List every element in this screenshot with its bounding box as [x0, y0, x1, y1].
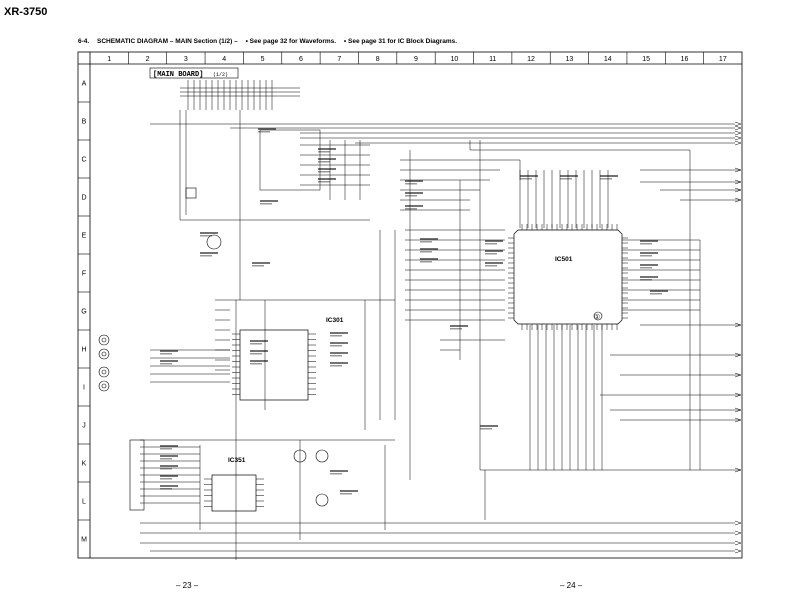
ic501-package	[513, 229, 623, 325]
column-label: 17	[719, 56, 727, 63]
board-label-text: [MAIN BOARD]	[153, 71, 203, 79]
row-label: J	[82, 423, 86, 430]
page-number-right: – 24 –	[560, 581, 583, 590]
ic301-package	[239, 329, 309, 401]
row-label: K	[82, 461, 87, 468]
row-label: C	[81, 157, 86, 164]
column-label: 5	[261, 56, 265, 63]
grid-frame	[77, 51, 743, 559]
row-label: E	[82, 233, 87, 240]
column-label: 3	[184, 56, 188, 63]
row-ticks	[78, 101, 90, 521]
column-label: 1	[107, 56, 111, 63]
column-label: 4	[222, 56, 226, 63]
ic351-package	[211, 474, 257, 512]
column-label: 6	[299, 56, 303, 63]
wiring	[140, 80, 740, 560]
column-label: 15	[642, 56, 650, 63]
ic351-label: IC351	[228, 457, 246, 464]
row-label: G	[81, 309, 86, 316]
row-label: M	[81, 537, 87, 544]
column-label: 13	[566, 56, 574, 63]
waveform-note: • See page 32 for Waveforms.	[245, 38, 337, 45]
row-label: F	[82, 271, 86, 278]
column-label: 2	[146, 56, 150, 63]
component-labels	[160, 128, 668, 495]
diagram-heading: 6-4. SCHEMATIC DIAGRAM – MAIN Section (1…	[78, 38, 463, 45]
row-label: D	[81, 195, 86, 202]
row-label: B	[82, 119, 87, 126]
model-number: XR-3750	[4, 6, 48, 18]
column-label: 8	[376, 56, 380, 63]
ic301-pins	[232, 333, 316, 395]
row-label: A	[82, 81, 87, 88]
board-label: [MAIN BOARD] (1/2)	[149, 67, 239, 79]
row-label: H	[81, 347, 86, 354]
row-label: L	[82, 499, 86, 506]
section-number: 6-4.	[78, 38, 90, 45]
column-label: 16	[681, 56, 689, 63]
row-label: I	[83, 385, 85, 392]
column-label: 9	[414, 56, 418, 63]
pin1-marker: ①	[594, 313, 600, 321]
output-arrows	[734, 121, 742, 554]
column-label: 7	[337, 56, 341, 63]
ic301-label: IC301	[326, 317, 344, 324]
ic501-label: IC501	[555, 256, 573, 263]
ic501-pins	[508, 224, 628, 330]
column-label: 12	[527, 56, 535, 63]
ic-block-note: • See page 31 for IC Block Diagrams.	[343, 38, 458, 45]
page-number-left: – 23 –	[176, 581, 199, 590]
row-labels: A B C D E F G H I J K L M	[81, 81, 87, 544]
column-label: 11	[489, 56, 496, 63]
board-label-suffix: (1/2)	[213, 72, 228, 78]
jack-connectors	[98, 187, 197, 511]
section-title: SCHEMATIC DIAGRAM – MAIN Section (1/2) –	[97, 38, 238, 45]
ic351-pins	[204, 478, 264, 507]
column-label: 14	[604, 56, 612, 63]
column-ticks	[128, 52, 704, 64]
transistors	[206, 234, 329, 507]
column-label: 10	[450, 56, 458, 63]
